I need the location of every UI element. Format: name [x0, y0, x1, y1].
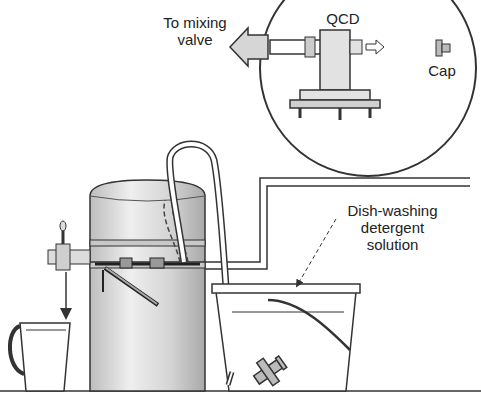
leader-line	[298, 219, 336, 284]
part-name: Cap	[424, 62, 460, 79]
pitcher	[10, 323, 70, 391]
bucket	[212, 284, 360, 391]
dispenser	[48, 180, 205, 391]
direction-note: To mixing valve	[160, 14, 230, 48]
callout-text: Dish-washing detergent solution	[335, 202, 450, 253]
detail-inset	[230, 0, 476, 176]
counter-outline	[205, 178, 470, 269]
part-name: QCD	[323, 10, 363, 27]
